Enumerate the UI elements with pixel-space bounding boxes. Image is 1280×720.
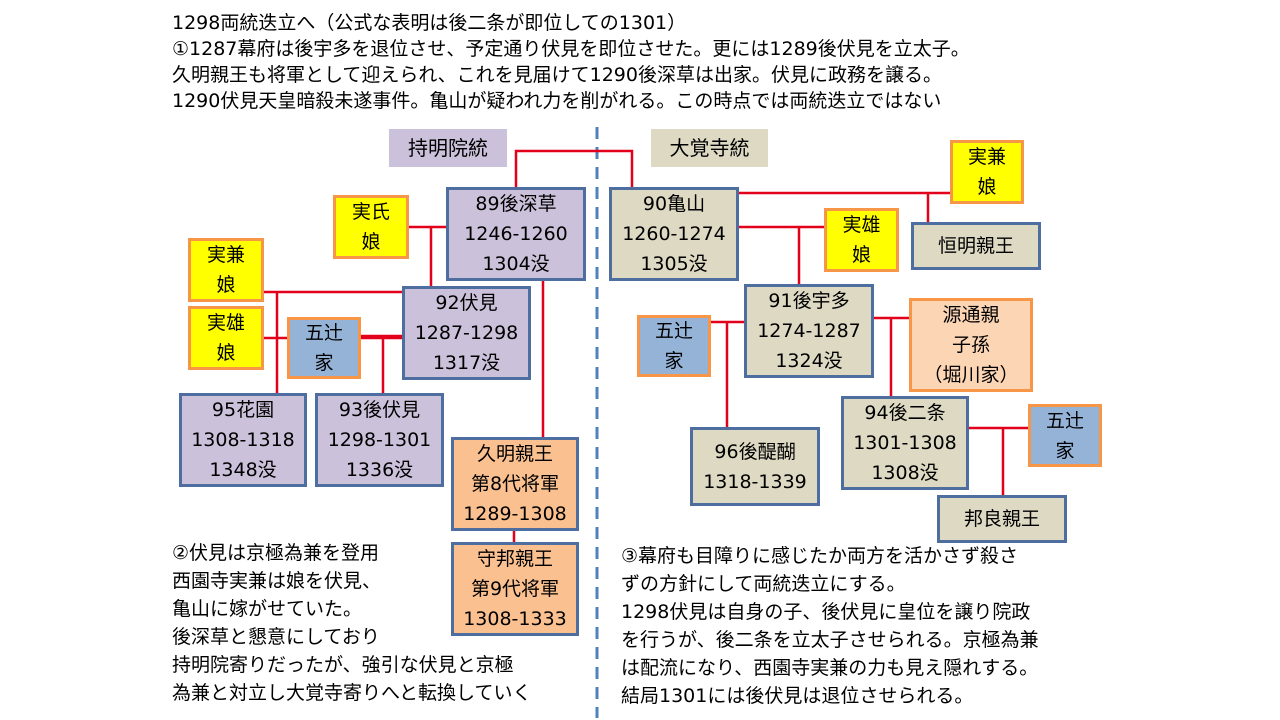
node-gouda: 91後宇多 1274-1287 1324没 <box>744 284 874 378</box>
node-gotsuji-right: 五辻 家 <box>1028 404 1102 467</box>
node-gofukakusa: 89後深草 1246-1260 1304没 <box>446 187 586 281</box>
header-line-2: ①1287幕府は後宇多を退位させ、予定通り伏見を即位させた。更には1289後伏見… <box>172 38 970 60</box>
node-minamoto: 源通親 子孫 （堀川家） <box>909 298 1033 392</box>
note2-line-4: 後深草と懇意にしており <box>172 626 380 648</box>
node-hanazono: 95花園 1308-1318 1348没 <box>179 393 307 487</box>
node-gotsuji-left: 五辻 家 <box>287 317 361 379</box>
node-gotsuji-middle: 五辻 家 <box>637 315 711 377</box>
note3-line-2: ずの方針にして両統迭立にする。 <box>621 573 906 595</box>
note3-line-4: を行うが、後二条を立太子させられる。京極為兼 <box>621 629 1039 651</box>
node-tsuneaki: 恒明親王 <box>911 222 1041 270</box>
node-kameyama: 90亀山 1260-1274 1305没 <box>609 187 739 281</box>
note3-line-6: 結局1301には後伏見は退位させられる。 <box>621 685 974 707</box>
note2-line-1: ②伏見は京極為兼を登用 <box>172 542 380 564</box>
header-line-3: 久明親王も将軍として迎えられ、これを見届けて1290後深草は出家。伏見に政務を譲… <box>172 64 942 86</box>
note3-line-5: は配流になり、西園寺実兼の力も見え隠れする。 <box>621 657 1039 679</box>
node-sanekane-musume-right: 実兼 娘 <box>950 140 1024 204</box>
note3-line-3: 1298伏見は自身の子、後伏見に皇位を譲り院政 <box>621 601 1031 623</box>
note2-line-2: 西園寺実兼は娘を伏見、 <box>172 570 382 592</box>
node-sanekane-musume-left: 実兼 娘 <box>188 238 264 302</box>
note2-line-3: 亀山に嫁がせていた。 <box>172 598 363 620</box>
node-saneo-musume-right: 実雄 娘 <box>824 208 899 272</box>
node-saneo-musume-left: 実雄 娘 <box>188 306 264 370</box>
node-gonijo: 94後二条 1301-1308 1308没 <box>841 396 969 490</box>
node-godaigo: 96後醍醐 1318-1339 <box>690 427 820 506</box>
note2-line-6: 為兼と対立し大覚寺寄りへと転換していく <box>172 682 532 704</box>
node-hisaakira: 久明親王 第8代将軍 1289-1308 <box>451 437 579 531</box>
header-line-4: 1290伏見天皇暗殺未遂事件。亀山が疑われ力を削がれる。この時点では両統迭立では… <box>172 90 942 112</box>
node-morikuni: 守邦親王 第9代将軍 1308-1333 <box>451 542 579 636</box>
node-fushimi: 92伏見 1287-1298 1317没 <box>402 286 531 380</box>
label-jimyoin: 持明院統 <box>389 129 507 167</box>
label-daikakuji: 大覚寺統 <box>651 129 768 167</box>
node-kuninaga: 邦良親王 <box>937 495 1067 543</box>
link-gofukakusa-kameyama <box>514 149 634 189</box>
node-saneuji-musume: 実氏 娘 <box>333 195 409 259</box>
note2-line-5: 持明院寄りだったが、強引な伏見と京極 <box>172 654 514 676</box>
header-line-1: 1298両統迭立へ（公式な表明は後二条が即位しての1301） <box>172 12 687 34</box>
node-gofushimi: 93後伏見 1298-1301 1336没 <box>315 393 444 487</box>
note3-line-1: ③幕府も目障りに感じたか両方を活かさず殺さ <box>621 545 1019 567</box>
